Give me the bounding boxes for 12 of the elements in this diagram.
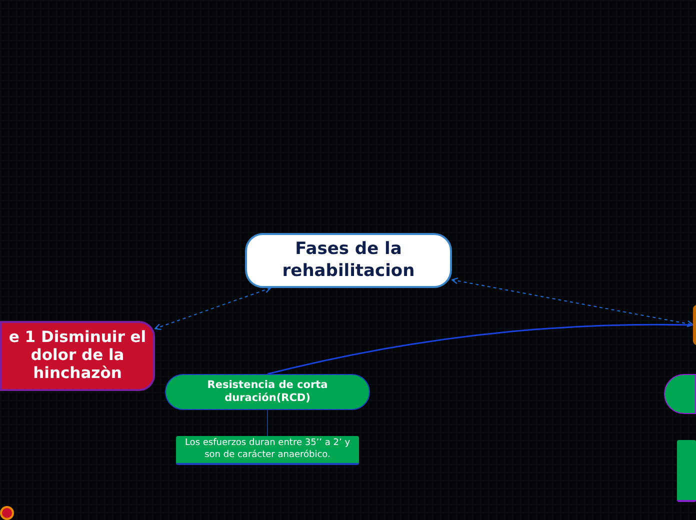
empty-box bbox=[677, 440, 696, 502]
phase-box: e 1 Disminuir el dolor de la hinchazòn bbox=[0, 321, 155, 391]
note-box: Los esfuerzos duran entre 35’’ a 2’ y son de carácter anaeróbico. bbox=[176, 436, 359, 465]
empty-box bbox=[664, 374, 696, 414]
dashed-arrow bbox=[154, 286, 272, 330]
subtopic-box: Resistencia de corta duración(RCD) bbox=[165, 374, 370, 410]
empty-box bbox=[693, 305, 696, 345]
connector-line bbox=[267, 324, 693, 375]
connector-line bbox=[267, 410, 268, 436]
topic-box: Fases de la rehabilitacion bbox=[245, 233, 452, 288]
phase-circle bbox=[0, 506, 14, 520]
dashed-arrow bbox=[451, 278, 694, 327]
